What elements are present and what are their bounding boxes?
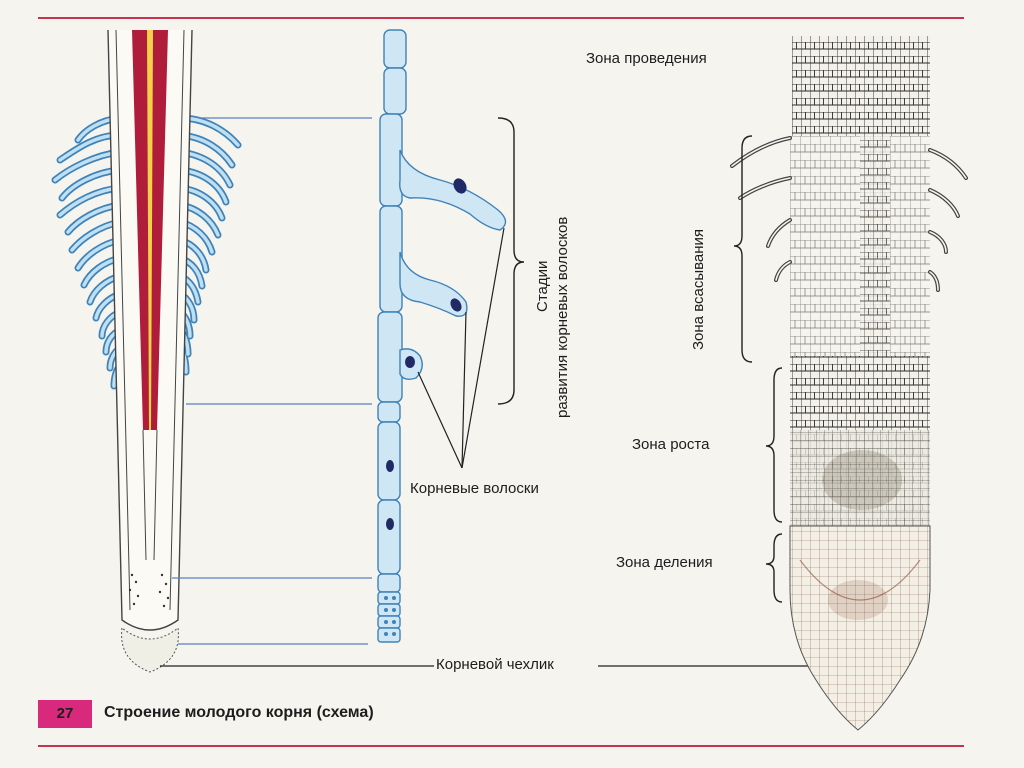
growth-bracket [766,368,782,522]
root-hair-long [400,150,506,230]
root-hairs-label: Корневые волоски [410,480,539,497]
zone-conduction-label: Зона проведения [586,50,707,67]
zone-brackets [734,136,782,602]
root-cap-label: Корневой чехлик [436,656,554,673]
stages-bracket [498,118,524,404]
division-bracket [766,534,782,602]
conduction-zone-cells [792,36,930,136]
stages-label-line2: развития корневых волосков [554,217,571,418]
schematic-root [55,30,238,672]
nucleus [386,518,394,530]
figure-caption: Строение молодого корня (схема) [104,704,374,722]
figure-number-badge: 27 [38,700,92,728]
zone-absorption-label: Зона всасывания [690,229,707,350]
nucleus [405,356,415,368]
absorption-bracket [734,136,752,362]
zone-growth-label: Зона роста [632,436,709,453]
root-hairs-pointers [418,228,504,468]
epidermal-cell-strip [378,30,506,642]
nucleus [386,460,394,472]
cellular-root-section [732,36,966,730]
root-body [108,30,192,672]
stages-label-line1: Стадии [534,261,551,312]
zone-division-label: Зона деления [616,554,713,571]
division-zone-and-cap [790,526,930,730]
